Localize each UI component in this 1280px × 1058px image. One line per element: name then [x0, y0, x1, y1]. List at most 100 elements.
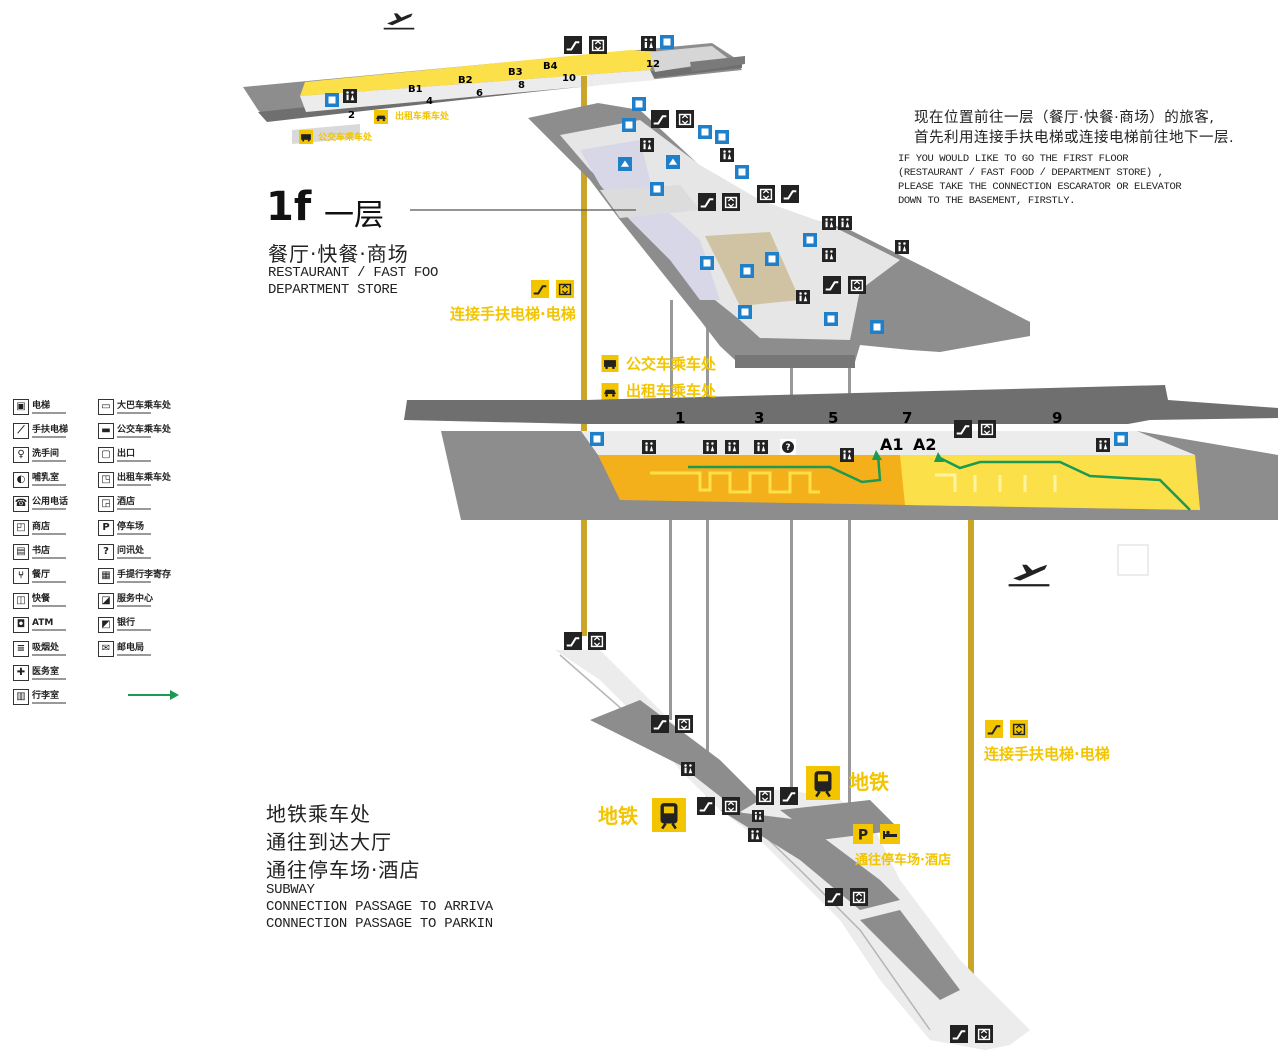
baggage-icon: ▥	[13, 689, 29, 706]
arrival-route-a2	[939, 456, 1191, 511]
elevator-icon	[589, 36, 607, 54]
restroom-icon	[681, 762, 695, 776]
bus-stop-icon: ▭	[98, 399, 114, 415]
elevator-icon	[756, 787, 774, 805]
note-en-1: IF YOU WOULD LIKE TO GO THE FIRST FLOOR	[898, 153, 1129, 165]
legend-label: 大巴车乘车处	[117, 401, 171, 414]
legend-label: 邮电局	[117, 643, 151, 656]
subway-label-right: 地铁	[849, 770, 889, 794]
legend-label-underline	[117, 459, 151, 462]
legend-label: 银行	[117, 618, 151, 632]
parking-hotel-label: 通往停车场·酒店	[855, 853, 951, 868]
shop-blue-icon	[824, 312, 838, 326]
legend-item: ▢出口	[98, 444, 151, 466]
hotel-icon: ◲	[98, 495, 114, 512]
elevator-icon	[757, 185, 775, 203]
legend-label-text: 邮电局	[117, 642, 145, 653]
elevator-icon	[848, 276, 866, 294]
elevator-yellow-icon	[556, 280, 574, 298]
atm-icon	[838, 216, 852, 230]
taxi-stop-small-label: 出租车乘车处	[395, 110, 450, 122]
legend-item: ◩银行	[98, 614, 151, 636]
legend-label-underline	[32, 411, 66, 414]
elevator-icon	[722, 797, 740, 815]
escalator-icon	[825, 888, 843, 906]
fastfood-icon: ◫	[13, 592, 29, 609]
legend-label-underline	[32, 629, 66, 632]
legend-item: ◘ATM	[13, 614, 66, 636]
legend-label: 行李室	[32, 691, 66, 704]
information-icon: ?	[98, 544, 114, 561]
escalator-icon	[564, 632, 582, 650]
gate-b2-label: B2	[458, 75, 473, 86]
route-arrow-a1	[872, 450, 882, 460]
floor-desc-zh: 餐厅·快餐·商场	[268, 242, 409, 266]
subway-label-left: 地铁	[598, 804, 638, 828]
arrival-route-a1	[688, 454, 882, 484]
basement-zh-1: 地铁乘车处	[266, 802, 371, 826]
floor-desc-en-2: DEPARTMENT STORE	[268, 282, 398, 298]
telephone-icon: ☎	[13, 495, 29, 512]
escalator-yellow-icon	[985, 720, 1003, 738]
legend-label-text: ATM	[32, 618, 54, 629]
taxi-stop-label: 出租车乘车处	[626, 382, 717, 400]
gate-number-4: 4	[426, 96, 433, 107]
exit-blue-icon	[622, 118, 636, 132]
legend-label-text: 出口	[117, 448, 136, 459]
legend-item: ◪服务中心	[98, 590, 153, 612]
escalator-icon	[651, 110, 669, 128]
elevator-blue-icon	[660, 35, 674, 49]
floor-name-zh: 一层	[324, 198, 384, 233]
legend-label: 电梯	[32, 401, 66, 414]
legend-item: ✚医务室	[13, 662, 66, 684]
shop-blue-icon	[715, 130, 729, 144]
lane-number-9: 9	[1052, 409, 1062, 427]
legend-label-text: 哺乳室	[32, 473, 60, 484]
legend-item: ⟋手扶电梯	[13, 420, 68, 442]
information-icon	[780, 439, 796, 455]
legend-label: 书店	[32, 546, 66, 559]
legend-label: 商店	[32, 522, 66, 535]
lane-number-1: 1	[675, 409, 685, 427]
service-center-icon	[725, 440, 739, 454]
escalator-icon	[780, 787, 798, 805]
bus-stop-yellow-icon	[601, 355, 619, 372]
restroom-icon	[748, 828, 762, 842]
legend-item: ◰商店	[13, 517, 66, 539]
telephone-icon	[840, 448, 854, 462]
legend-label: 餐厅	[32, 570, 66, 583]
information-blue-icon	[666, 155, 680, 169]
legend-item: ◫快餐	[13, 590, 66, 612]
telephone-icon	[752, 810, 764, 822]
arrival-gate-a2: A2	[913, 435, 937, 454]
departure-plane-icon	[382, 12, 416, 30]
parking-icon: P	[98, 520, 114, 536]
bank-icon: ◩	[98, 616, 114, 633]
elevator-yellow-icon	[1010, 720, 1028, 738]
restaurant-blue-icon	[650, 182, 664, 196]
escalator-icon	[823, 276, 841, 294]
escalator-icon	[697, 797, 715, 815]
shop-blue-icon	[700, 256, 714, 270]
restroom-icon	[343, 89, 357, 103]
watermark-box	[1117, 544, 1149, 576]
legend-label-underline	[32, 653, 66, 656]
restroom-icon	[796, 290, 810, 304]
legend-label-underline	[32, 508, 66, 511]
legend-label-text: 手扶电梯	[32, 424, 69, 435]
legend-item: ▦手提行李寄存	[98, 565, 171, 587]
bookstore-icon: ▤	[13, 544, 29, 561]
legend-label-text: 服务中心	[117, 594, 154, 605]
legend-label: 手扶电梯	[32, 425, 68, 438]
medical-icon	[895, 240, 909, 254]
bank-icon	[754, 440, 768, 454]
legend-label-underline	[117, 556, 151, 559]
gate-b1-label: B1	[408, 84, 423, 95]
gate-b4-label: B4	[543, 61, 558, 72]
legend-label-text: 公用电话	[32, 497, 69, 508]
basement-zh-3: 通往停车场·酒店	[266, 858, 421, 882]
post-office-icon: ✉	[98, 641, 114, 657]
vertical-connections	[581, 76, 974, 1030]
elevator-icon	[850, 888, 868, 906]
legend-item: ≡吸烟处	[13, 638, 66, 660]
